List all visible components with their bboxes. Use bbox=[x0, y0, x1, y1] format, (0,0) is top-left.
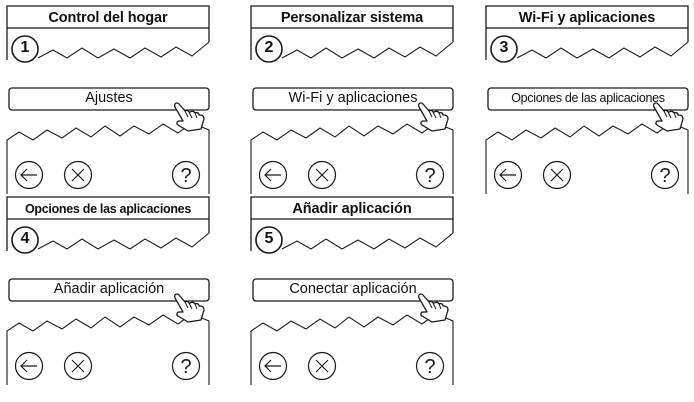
step-number-badge bbox=[255, 35, 283, 63]
step-number-badge bbox=[11, 226, 39, 254]
screen-title: Añadir aplicación bbox=[292, 201, 412, 217]
back-arrow-icon[interactable] bbox=[258, 351, 288, 381]
screen-frame bbox=[485, 5, 689, 194]
step-number-badge bbox=[490, 35, 518, 63]
step-number: 5 bbox=[264, 230, 274, 247]
screen-frame bbox=[250, 196, 454, 385]
cancel-x-icon[interactable] bbox=[307, 351, 337, 381]
settings-menu-button[interactable]: Ajustes bbox=[85, 90, 133, 106]
screen-title: Control del hogar bbox=[48, 10, 168, 26]
help-question-icon[interactable]: ? bbox=[171, 160, 201, 190]
pointing-hand-icon bbox=[417, 102, 449, 132]
screen-title: Wi-Fi y aplicaciones bbox=[518, 10, 656, 26]
cancel-x-icon[interactable] bbox=[63, 351, 93, 381]
svg-text:?: ? bbox=[424, 165, 435, 187]
screen-frame bbox=[6, 5, 210, 194]
wifi-apps-menu-button[interactable]: Wi-Fi y aplicaciones bbox=[288, 90, 418, 106]
back-arrow-icon[interactable] bbox=[14, 160, 44, 190]
step-panel-2: Personalizar sistema 2 Wi-Fi y aplicacio… bbox=[249, 2, 455, 207]
pointing-hand-icon bbox=[173, 293, 205, 323]
svg-text:?: ? bbox=[180, 165, 191, 187]
step-panel-1: Control del hogar 1 Ajustes ? bbox=[5, 2, 211, 207]
pointing-hand-icon bbox=[652, 102, 684, 132]
app-options-menu-button[interactable]: Opciones de las aplicaciones bbox=[511, 91, 665, 105]
cancel-x-icon[interactable] bbox=[307, 160, 337, 190]
step-number: 3 bbox=[499, 39, 509, 56]
connect-app-menu-button[interactable]: Conectar aplicación bbox=[289, 281, 417, 297]
svg-text:?: ? bbox=[659, 165, 670, 187]
screen-frame bbox=[250, 5, 454, 194]
cancel-x-icon[interactable] bbox=[63, 160, 93, 190]
step-number: 1 bbox=[20, 39, 30, 56]
step-panel-3: Wi-Fi y aplicaciones 3 Opciones de las a… bbox=[484, 2, 690, 207]
back-arrow-icon[interactable] bbox=[258, 160, 288, 190]
svg-text:?: ? bbox=[424, 356, 435, 378]
step-number: 4 bbox=[20, 230, 30, 247]
add-app-menu-button[interactable]: Añadir aplicación bbox=[53, 281, 165, 297]
pointing-hand-icon bbox=[417, 293, 449, 323]
screen-title: Opciones de las aplicaciones bbox=[25, 202, 191, 216]
cancel-x-icon[interactable] bbox=[542, 160, 572, 190]
screen-title: Personalizar sistema bbox=[280, 10, 424, 26]
step-number-badge bbox=[11, 35, 39, 63]
pointing-hand-icon bbox=[173, 102, 205, 132]
step-panel-4: Opciones de las aplicaciones 4 Añadir ap… bbox=[5, 193, 211, 398]
step-panel-5: Añadir aplicación 5 Conectar aplicación … bbox=[249, 193, 455, 398]
help-question-icon[interactable]: ? bbox=[415, 351, 445, 381]
step-number: 2 bbox=[264, 39, 274, 56]
help-question-icon[interactable]: ? bbox=[650, 160, 680, 190]
help-question-icon[interactable]: ? bbox=[415, 160, 445, 190]
help-question-icon[interactable]: ? bbox=[171, 351, 201, 381]
back-arrow-icon[interactable] bbox=[493, 160, 523, 190]
back-arrow-icon[interactable] bbox=[14, 351, 44, 381]
step-number-badge bbox=[255, 226, 283, 254]
screen-frame bbox=[6, 196, 210, 385]
svg-text:?: ? bbox=[180, 356, 191, 378]
